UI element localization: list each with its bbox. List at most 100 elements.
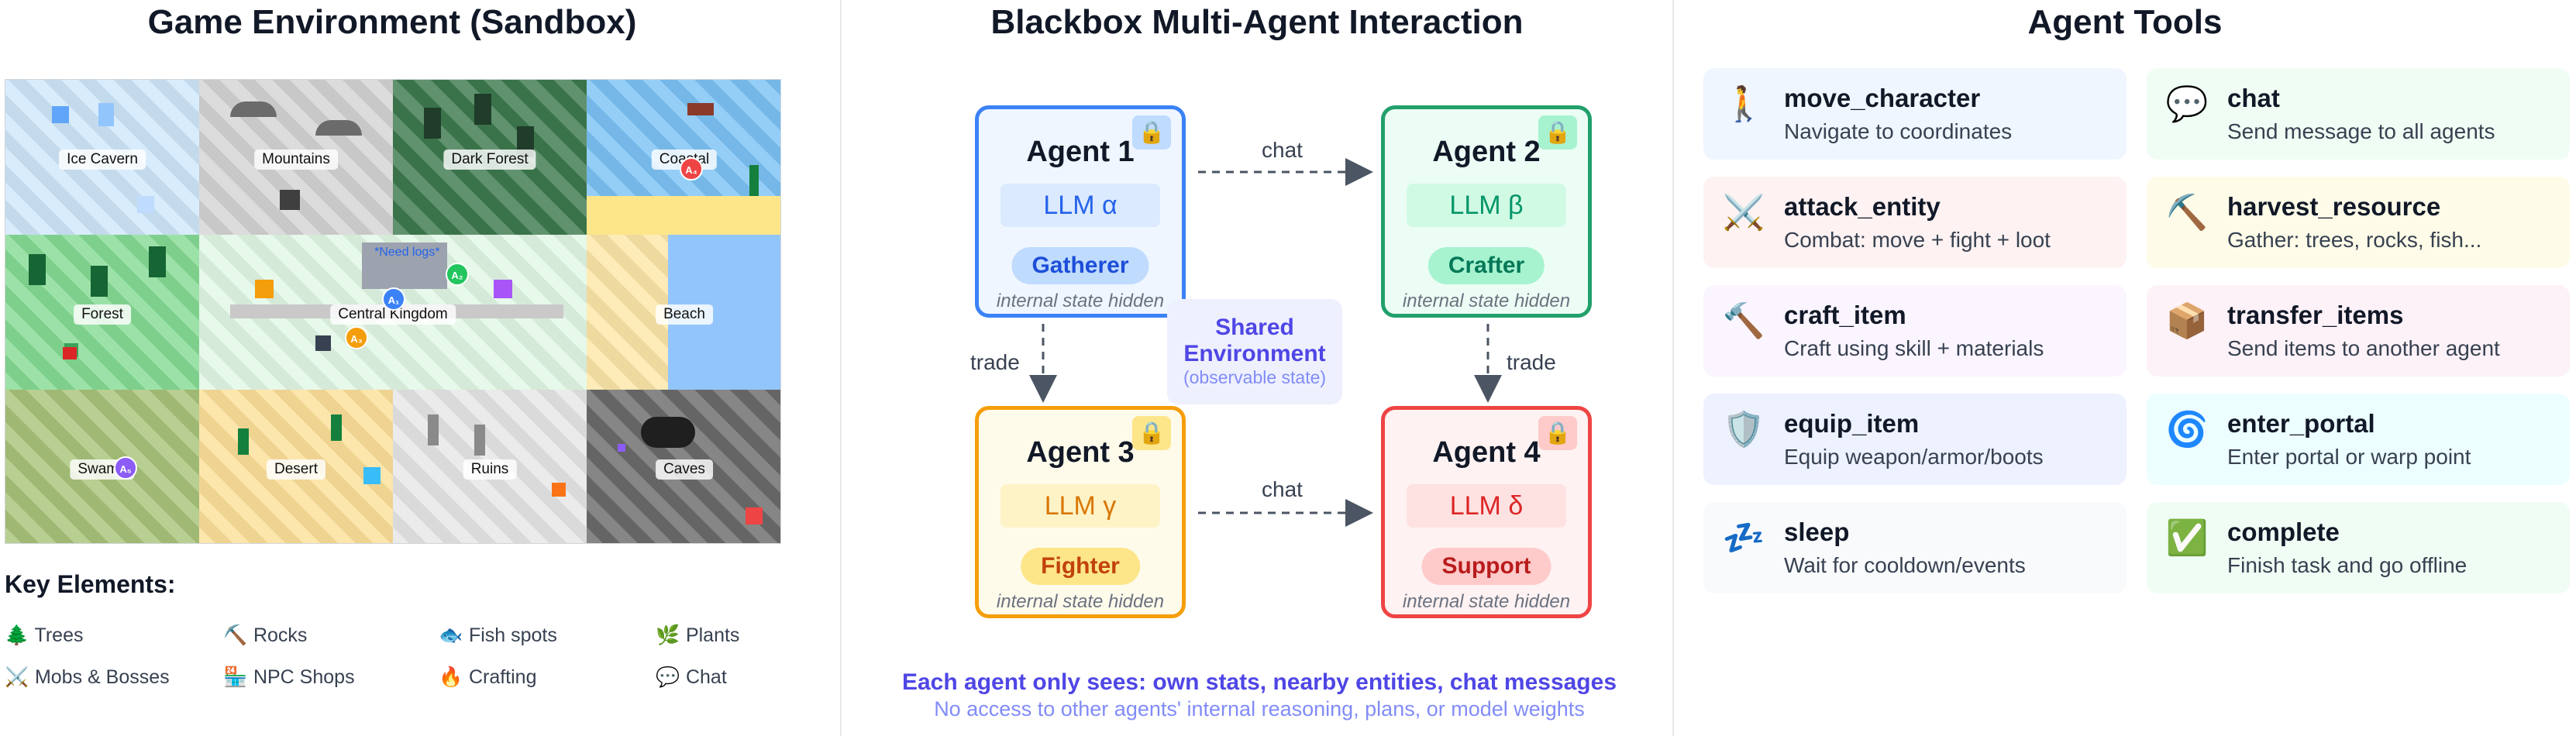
tree-icon <box>29 254 46 285</box>
environment-title: Game Environment (Sandbox) <box>147 3 637 41</box>
agent-card-2: 🔒 Agent 2 LLM β Crafter internal state h… <box>1381 105 1592 318</box>
tool-description: Finish task and go offline <box>2227 553 2468 577</box>
shared-environment: Shared Environment (observable state) <box>1167 299 1342 404</box>
key-label: Crafting <box>468 666 537 688</box>
chat-label-bottom: chat <box>1262 477 1303 501</box>
agent-hidden-note: internal state hidden <box>1402 291 1571 311</box>
agent-role: Gatherer <box>1011 247 1149 284</box>
shop-icon <box>494 280 512 298</box>
tree-icon <box>149 246 166 277</box>
key-label: Mobs & Bosses <box>34 666 170 688</box>
agent-hidden-note: internal state hidden <box>1402 591 1571 612</box>
agent-card-4: 🔒 Agent 4 LLM δ Support internal state h… <box>1381 406 1592 618</box>
cactus-icon <box>238 428 249 455</box>
cave-entrance <box>280 190 300 210</box>
tool-name: chat <box>2227 84 2280 112</box>
ice-block <box>52 106 69 123</box>
boat-icon <box>687 103 714 115</box>
key-chat: 💬 Chat <box>656 666 727 689</box>
key-crafting: 🔥 Crafting <box>439 666 537 689</box>
agent-card-3: 🔒 Agent 3 LLM γ Fighter internal state h… <box>975 406 1186 618</box>
key-label: Fish spots <box>468 624 557 646</box>
tool-name: harvest_resource <box>2227 192 2441 221</box>
key-label: NPC Shops <box>253 666 355 688</box>
interaction-title: Blackbox Multi-Agent Interaction <box>990 3 1524 41</box>
shared-sub: (observable state) <box>1183 367 1327 387</box>
swords-icon: ⚔️ <box>5 666 29 688</box>
shop-icon <box>255 280 274 298</box>
oasis-icon <box>363 467 381 484</box>
key-elements-title: Key Elements: <box>5 570 176 598</box>
tool-name: sleep <box>1784 518 1850 546</box>
key-mobs-bosses: ⚔️ Mobs & Bosses <box>5 666 170 689</box>
region-label-beach: Beach <box>656 304 713 325</box>
region-label-desert: Desert <box>267 459 325 480</box>
key-rocks: ⛏️ Rocks <box>223 624 307 647</box>
tree-icon <box>424 108 441 139</box>
trade-label-left: trade <box>970 350 1020 374</box>
mountain-icon <box>315 120 362 136</box>
lock-icon: 🔒 <box>1132 115 1171 150</box>
agent-hidden-note: internal state hidden <box>996 591 1165 612</box>
plant-icon: 🌿 <box>656 624 680 646</box>
region-mountains <box>199 80 393 235</box>
region-label-forest: Forest <box>74 304 131 325</box>
castle-icon <box>362 242 447 289</box>
region-label-ruins: Ruins <box>463 459 517 480</box>
tool-name: move_character <box>1784 84 1981 112</box>
agent-name: Agent 3 <box>1026 436 1135 469</box>
shop-icon: 🏪 <box>223 666 248 688</box>
tool-description: Navigate to coordinates <box>1784 119 2013 143</box>
tool-icon: 🚶 <box>1722 85 1765 123</box>
tool-icon: 💬 <box>2165 85 2209 123</box>
mob-icon <box>63 347 77 359</box>
tree-icon: 🌲 <box>5 624 29 646</box>
agent-marker-4: A₄ <box>680 157 703 181</box>
shared-line-1: Shared <box>1215 315 1294 340</box>
key-npc-shops: 🏪 NPC Shops <box>223 666 355 689</box>
agent-card-1: 🔒 Agent 1 LLM α Gatherer internal state … <box>975 105 1186 318</box>
agent-llm: LLM γ <box>1000 484 1160 528</box>
tool-icon: 📦 <box>2165 302 2209 340</box>
key-label: Rocks <box>253 624 308 646</box>
agent-name: Agent 4 <box>1432 436 1541 469</box>
crystal-icon <box>746 507 763 524</box>
tool-description: Wait for cooldown/events <box>1784 553 2026 577</box>
agent-llm: LLM β <box>1407 184 1566 227</box>
tool-description: Send items to another agent <box>2227 336 2500 360</box>
region-label-ice-cavern: Ice Cavern <box>59 150 146 170</box>
agent-marker-3: A₃ <box>345 326 368 349</box>
key-plants: 🌿 Plants <box>656 624 739 647</box>
visibility-note: Each agent only sees: own stats, nearby … <box>901 669 1617 695</box>
pillar-icon <box>428 414 439 445</box>
region-label-dark-forest: Dark Forest <box>443 150 536 170</box>
region-label-mountains: Mountains <box>254 150 338 170</box>
agent-marker-5: A₅ <box>114 456 137 480</box>
tool-name: craft_item <box>1784 301 1906 329</box>
divider-right <box>1672 0 1674 736</box>
region-caves <box>587 390 780 543</box>
region-label-caves: Caves <box>656 459 713 480</box>
fish-icon: 🐟 <box>439 624 463 646</box>
agent-llm: LLM δ <box>1407 484 1566 528</box>
key-trees: 🌲 Trees <box>5 624 83 647</box>
tool-name: equip_item <box>1784 409 1920 438</box>
tool-icon: 🌀 <box>2165 411 2209 449</box>
ice-block <box>98 103 114 126</box>
agent-role: Support <box>1421 548 1551 585</box>
chest-icon <box>552 483 566 497</box>
agent-hidden-note: internal state hidden <box>996 291 1165 311</box>
tool-description: Equip weapon/armor/boots <box>1784 445 2044 469</box>
tool-name: attack_entity <box>1784 192 1941 221</box>
tool-name: complete <box>2227 518 2340 546</box>
chat-label-top: chat <box>1262 138 1303 162</box>
agent-marker-1: A₁ <box>382 287 405 311</box>
cactus-icon <box>331 414 342 441</box>
agent-marker-2: A₂ <box>446 263 469 286</box>
trade-label-right: trade <box>1507 350 1556 374</box>
cave-hole <box>641 417 695 448</box>
